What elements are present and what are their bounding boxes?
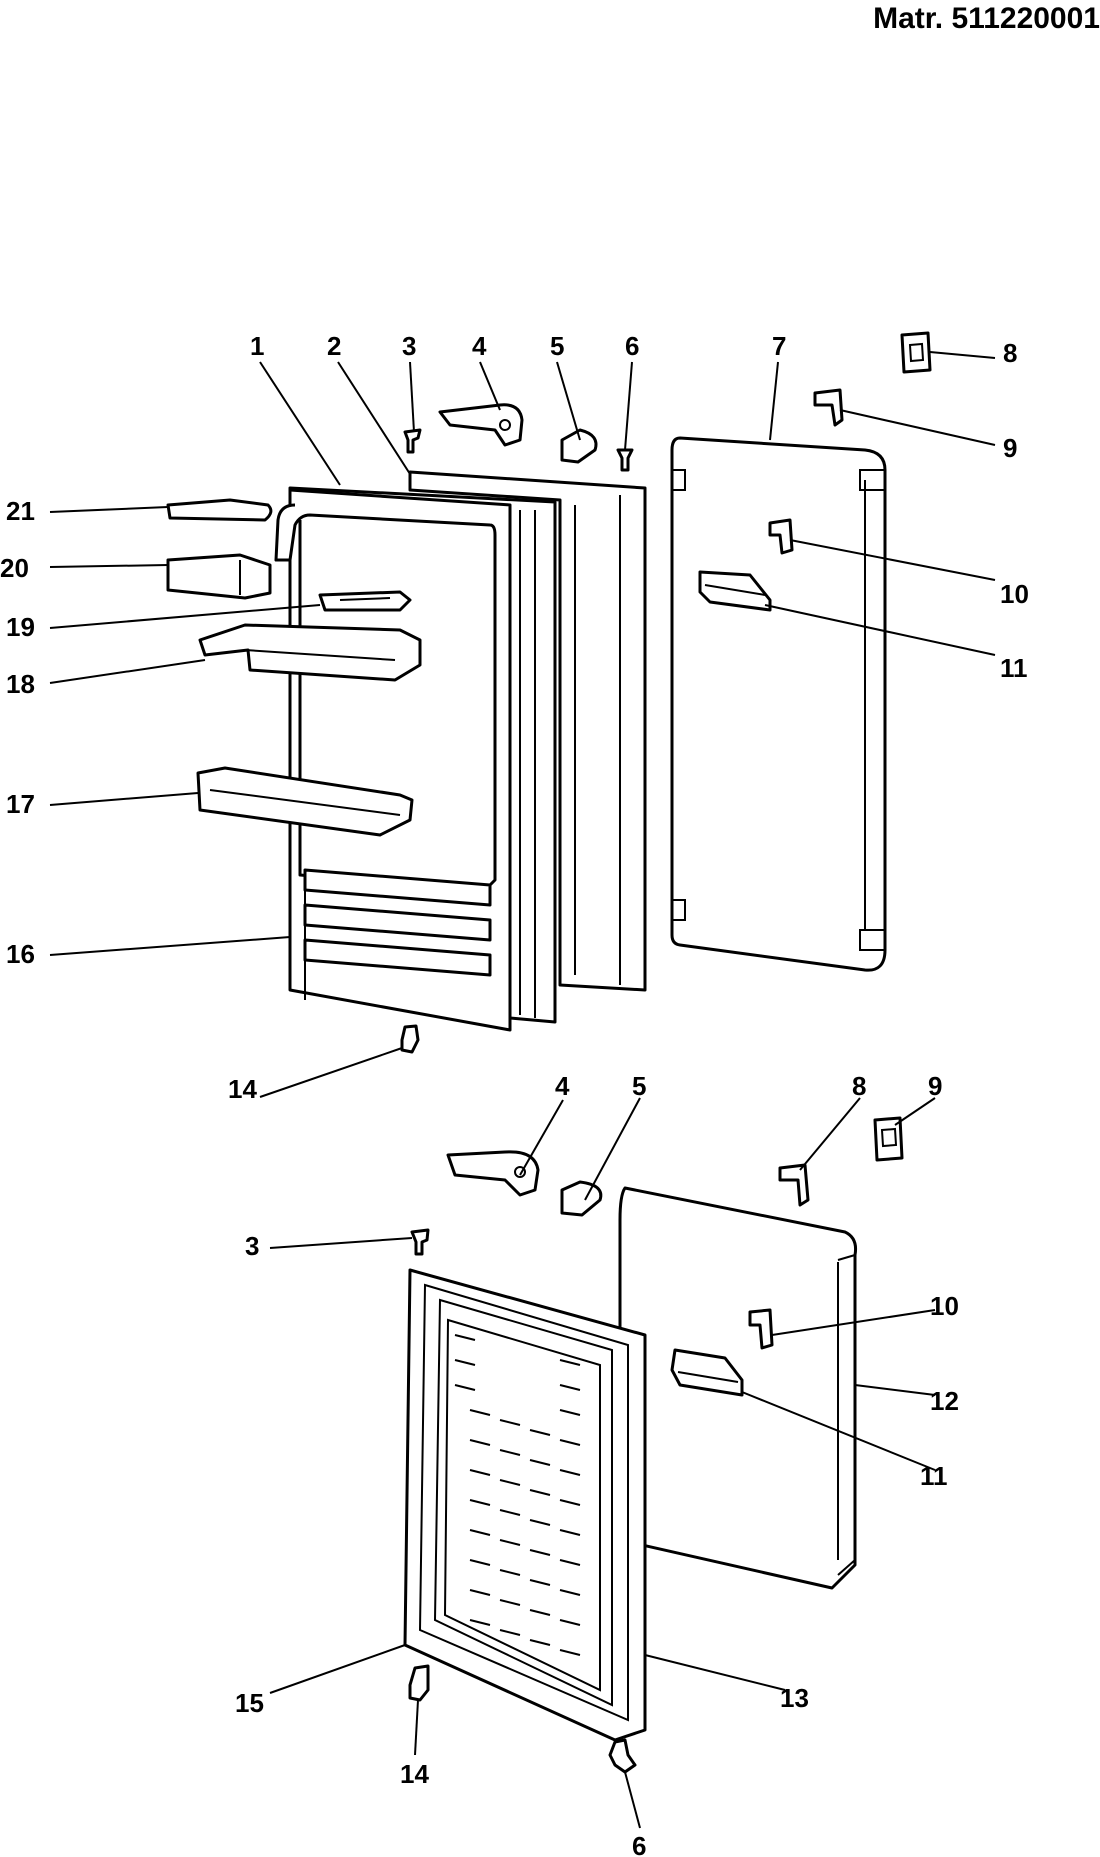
- callout-3-lower: 3: [245, 1231, 259, 1261]
- butter-box-20: [166, 553, 272, 600]
- bracket-8-lower: [778, 1163, 810, 1207]
- liner-grid-lower: [454, 1334, 581, 1656]
- hinge-4-lower: [446, 1150, 540, 1197]
- pin-6-upper: [616, 448, 634, 472]
- callout-7: 7: [772, 331, 786, 361]
- foot-14-lower: [408, 1664, 430, 1702]
- egg-tray-19: [318, 590, 412, 612]
- outer-door-panel-upper: [670, 436, 887, 972]
- callout-labels: 1 2 3 4 5 6 7 8 9 10 11 21 20 19 18 17 1…: [0, 331, 1029, 1857]
- screw-3-upper: [403, 428, 422, 454]
- callout-19: 19: [6, 612, 35, 642]
- callout-11-lower: 11: [920, 1461, 948, 1491]
- door-inner-face-upper: [274, 488, 512, 1032]
- door-gasket-upper: [408, 470, 647, 992]
- callout-21: 21: [6, 496, 35, 526]
- callout-12: 12: [930, 1386, 959, 1416]
- callout-5-lower: 5: [632, 1071, 646, 1101]
- door-frame-lower: [403, 1268, 647, 1742]
- callout-13: 13: [780, 1683, 809, 1713]
- callout-4-upper: 4: [472, 331, 487, 361]
- callout-6-upper: 6: [625, 331, 639, 361]
- callout-20: 20: [0, 553, 29, 583]
- callout-15: 15: [235, 1688, 264, 1718]
- document-id: Matr. 511220001: [873, 2, 1100, 35]
- bracket-9-upper: [813, 388, 844, 427]
- door-liner-lower: [443, 1318, 601, 1692]
- hinge-cover-5-lower: [560, 1180, 603, 1217]
- bracket-10-lower: [748, 1308, 774, 1350]
- callout-14-lower: 14: [400, 1759, 429, 1789]
- callout-5-upper: 5: [550, 331, 564, 361]
- pin-6-lower: [608, 1738, 637, 1774]
- callout-6-lower: 6: [632, 1831, 646, 1857]
- callout-4-lower: 4: [555, 1071, 570, 1101]
- callout-10-lower: 10: [930, 1291, 959, 1321]
- clip-8-upper: [900, 331, 932, 374]
- callout-9-upper: 9: [1003, 433, 1017, 463]
- leader-lines: [49, 351, 996, 1829]
- screw-3-lower: [410, 1228, 430, 1256]
- handle-11-upper: [698, 570, 772, 612]
- door-balcony-18: [198, 623, 422, 682]
- callout-9-lower: 9: [928, 1071, 942, 1101]
- foot-14-upper: [400, 1024, 420, 1054]
- callout-18: 18: [6, 669, 35, 699]
- handle-11-lower: [670, 1348, 744, 1397]
- callout-10-upper: 10: [1000, 579, 1029, 609]
- clip-9-lower: [873, 1116, 904, 1162]
- hinge-4-upper: [438, 403, 524, 447]
- callout-3-upper: 3: [402, 331, 416, 361]
- callout-11-upper: 11: [1000, 653, 1028, 683]
- callout-16: 16: [6, 939, 35, 969]
- door-balcony-17: [196, 766, 414, 837]
- hinge-cover-5-upper: [560, 428, 598, 464]
- bracket-10-upper: [768, 518, 794, 555]
- callout-17: 17: [6, 789, 35, 819]
- callout-14-upper: 14: [228, 1074, 257, 1104]
- shelf-21: [166, 498, 273, 522]
- callout-8-upper: 8: [1003, 338, 1017, 368]
- callout-2: 2: [327, 331, 341, 361]
- callout-8-lower: 8: [852, 1071, 866, 1101]
- callout-1: 1: [250, 331, 264, 361]
